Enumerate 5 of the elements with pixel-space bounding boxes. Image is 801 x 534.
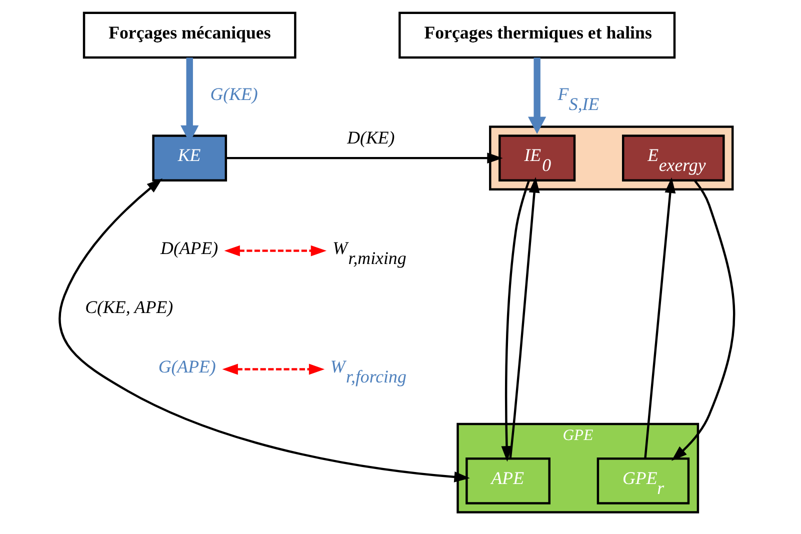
node-text: D(APE) xyxy=(160,238,218,258)
edge-label: D(KE) xyxy=(347,127,395,148)
edge-label: G(KE) xyxy=(210,84,258,104)
node-text: G(APE) xyxy=(158,356,216,376)
edge-label: C(KE, APE) xyxy=(85,297,174,318)
